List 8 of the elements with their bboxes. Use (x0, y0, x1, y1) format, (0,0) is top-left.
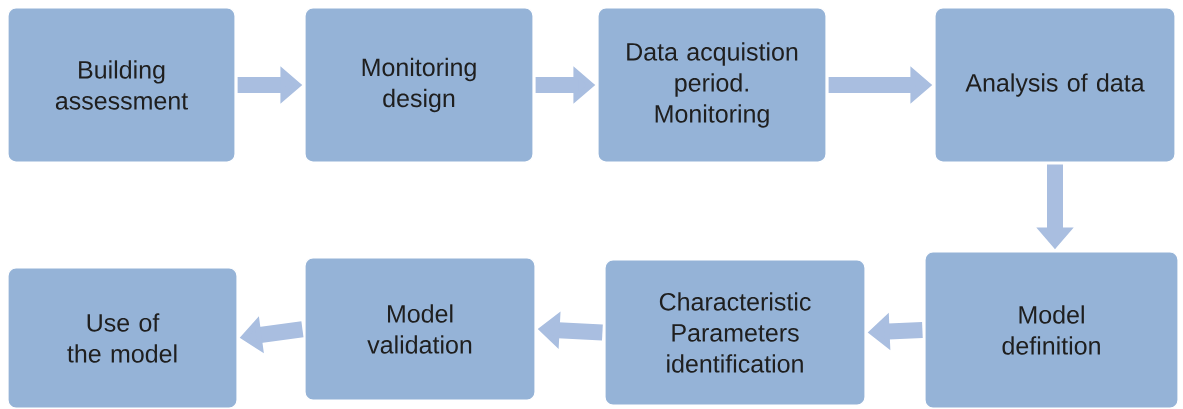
process-box: Analysis of data (934, 7, 1176, 163)
process-box: Monitoring design (304, 7, 534, 163)
process-box: Model definition (924, 251, 1179, 409)
process-box: Use of the model (7, 267, 238, 409)
process-box: Characteristic Parameters identification (604, 259, 866, 406)
process-box: Building assessment (7, 7, 236, 163)
process-box: Model validation (304, 257, 536, 401)
process-box: Data acquistion period. Monitoring (597, 7, 827, 163)
